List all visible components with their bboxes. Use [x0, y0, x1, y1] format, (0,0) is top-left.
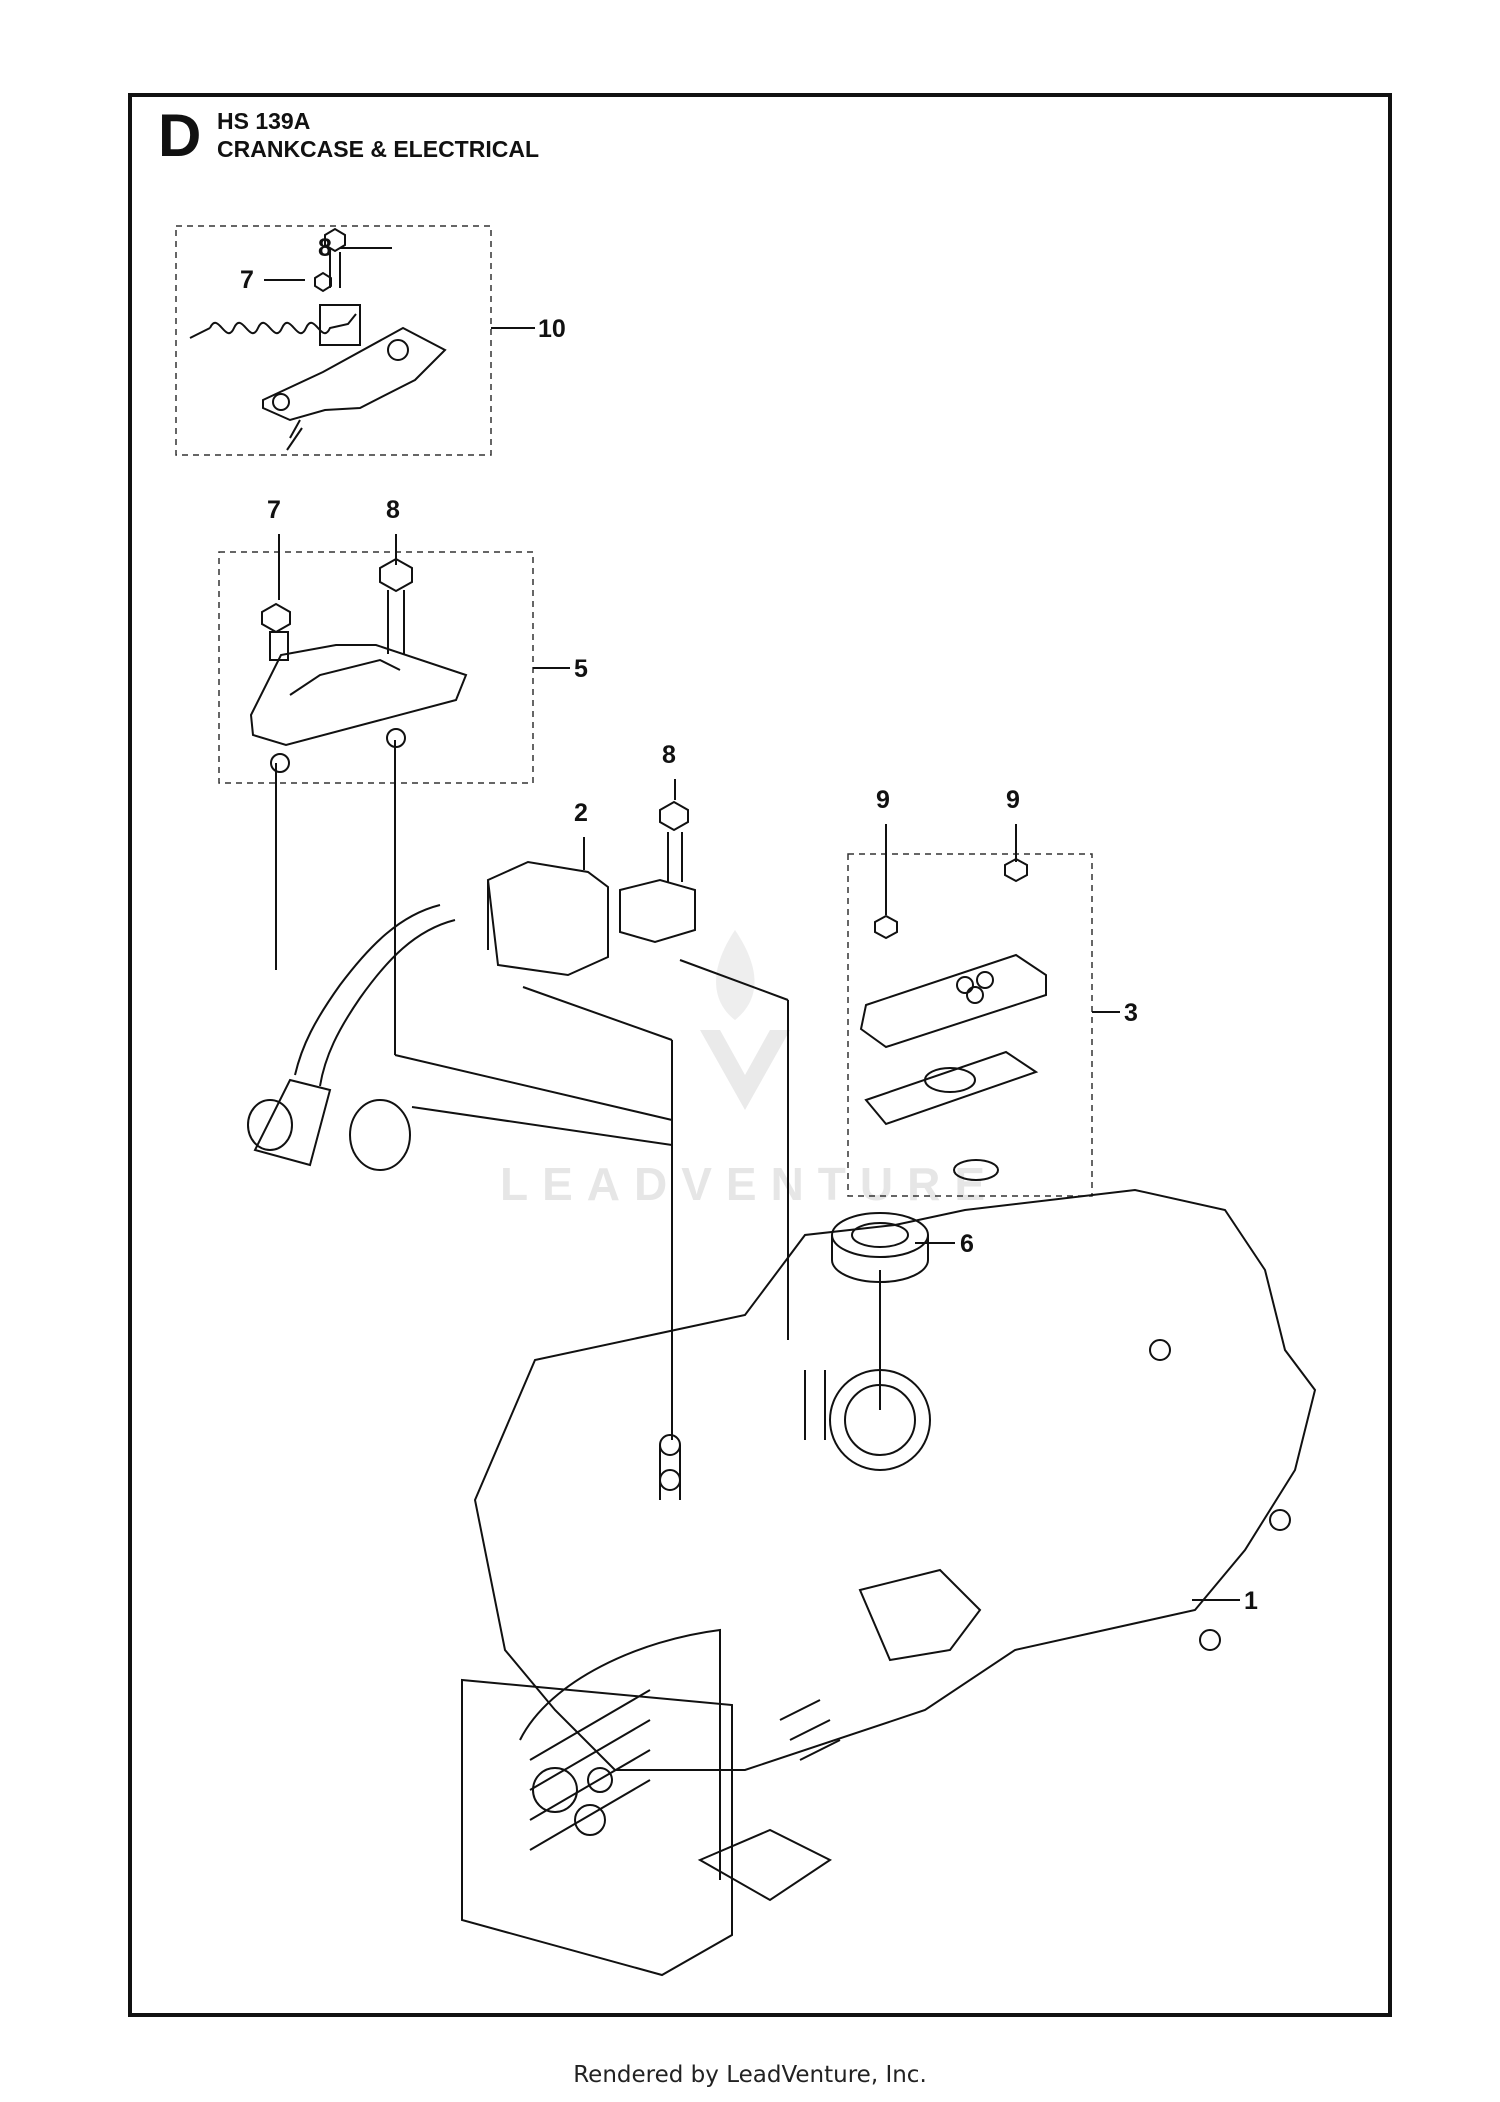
- leader-lines: [264, 247, 1240, 1601]
- group-box-3: [847, 853, 1093, 1197]
- callout-labels: 8 7 10 7 8 5 8 2 9 9 3 6 1: [240, 234, 1258, 1615]
- callout-6: 6: [960, 1230, 974, 1258]
- footer-credit: Rendered by LeadVenture, Inc.: [573, 2062, 927, 2088]
- callout-1: 1: [1244, 1587, 1258, 1615]
- callout-3: 3: [1124, 999, 1138, 1027]
- diagram-title: CRANKCASE & ELECTRICAL: [217, 136, 539, 162]
- callout-8: 8: [386, 496, 400, 524]
- callout-7: 7: [240, 266, 254, 294]
- section-letter: D: [158, 102, 202, 169]
- group-boxes: [175, 225, 1093, 1197]
- watermark: LEADVENTURE: [500, 930, 999, 1210]
- group-box-10: [175, 225, 492, 456]
- part-1-crankcase: [461, 1188, 1317, 1977]
- callout-5: 5: [574, 655, 588, 683]
- callout-9: 9: [876, 786, 890, 814]
- watermark-text: LEADVENTURE: [500, 1158, 999, 1210]
- callout-7: 7: [267, 496, 281, 524]
- group-box-5: [218, 551, 534, 784]
- callout-9: 9: [1006, 786, 1020, 814]
- part-6-seal: [831, 1212, 929, 1283]
- part-3-cover-gasket: [859, 857, 1047, 1181]
- diagram-frame: [128, 93, 1392, 2017]
- part-5-bracket: [249, 557, 468, 773]
- callout-8: 8: [318, 234, 332, 262]
- callout-2: 2: [574, 799, 588, 827]
- callout-8: 8: [662, 741, 676, 769]
- callout-10: 10: [538, 315, 566, 343]
- part-2-ignition-coil: [247, 800, 696, 1171]
- part-10-governor-plate: [189, 227, 447, 451]
- model-number: HS 139A: [217, 108, 311, 134]
